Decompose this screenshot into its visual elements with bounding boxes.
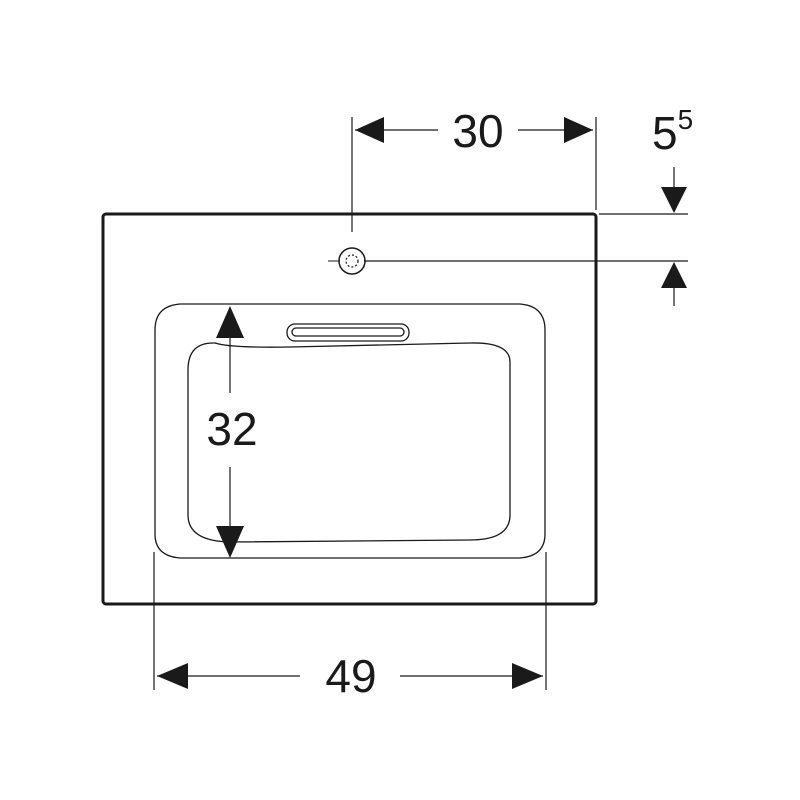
- overflow-slot: [286, 323, 410, 342]
- dimension-30-label: 30: [452, 105, 503, 157]
- bowl-rim: [154, 303, 546, 559]
- dimension-5-5-label: 55: [652, 104, 693, 159]
- dimension-49: 49: [153, 552, 547, 702]
- dimension-5-5: 55: [599, 104, 693, 306]
- dimension-5-5-superscript: 5: [678, 104, 694, 135]
- bowl-inner: [187, 342, 511, 543]
- dimension-32-label: 32: [206, 403, 257, 455]
- dimension-32: 32: [206, 306, 258, 558]
- basin-outline: [101, 212, 598, 606]
- tap-hole: [328, 247, 688, 275]
- dimension-30: 30: [351, 105, 597, 232]
- dimension-49-label: 49: [325, 650, 376, 702]
